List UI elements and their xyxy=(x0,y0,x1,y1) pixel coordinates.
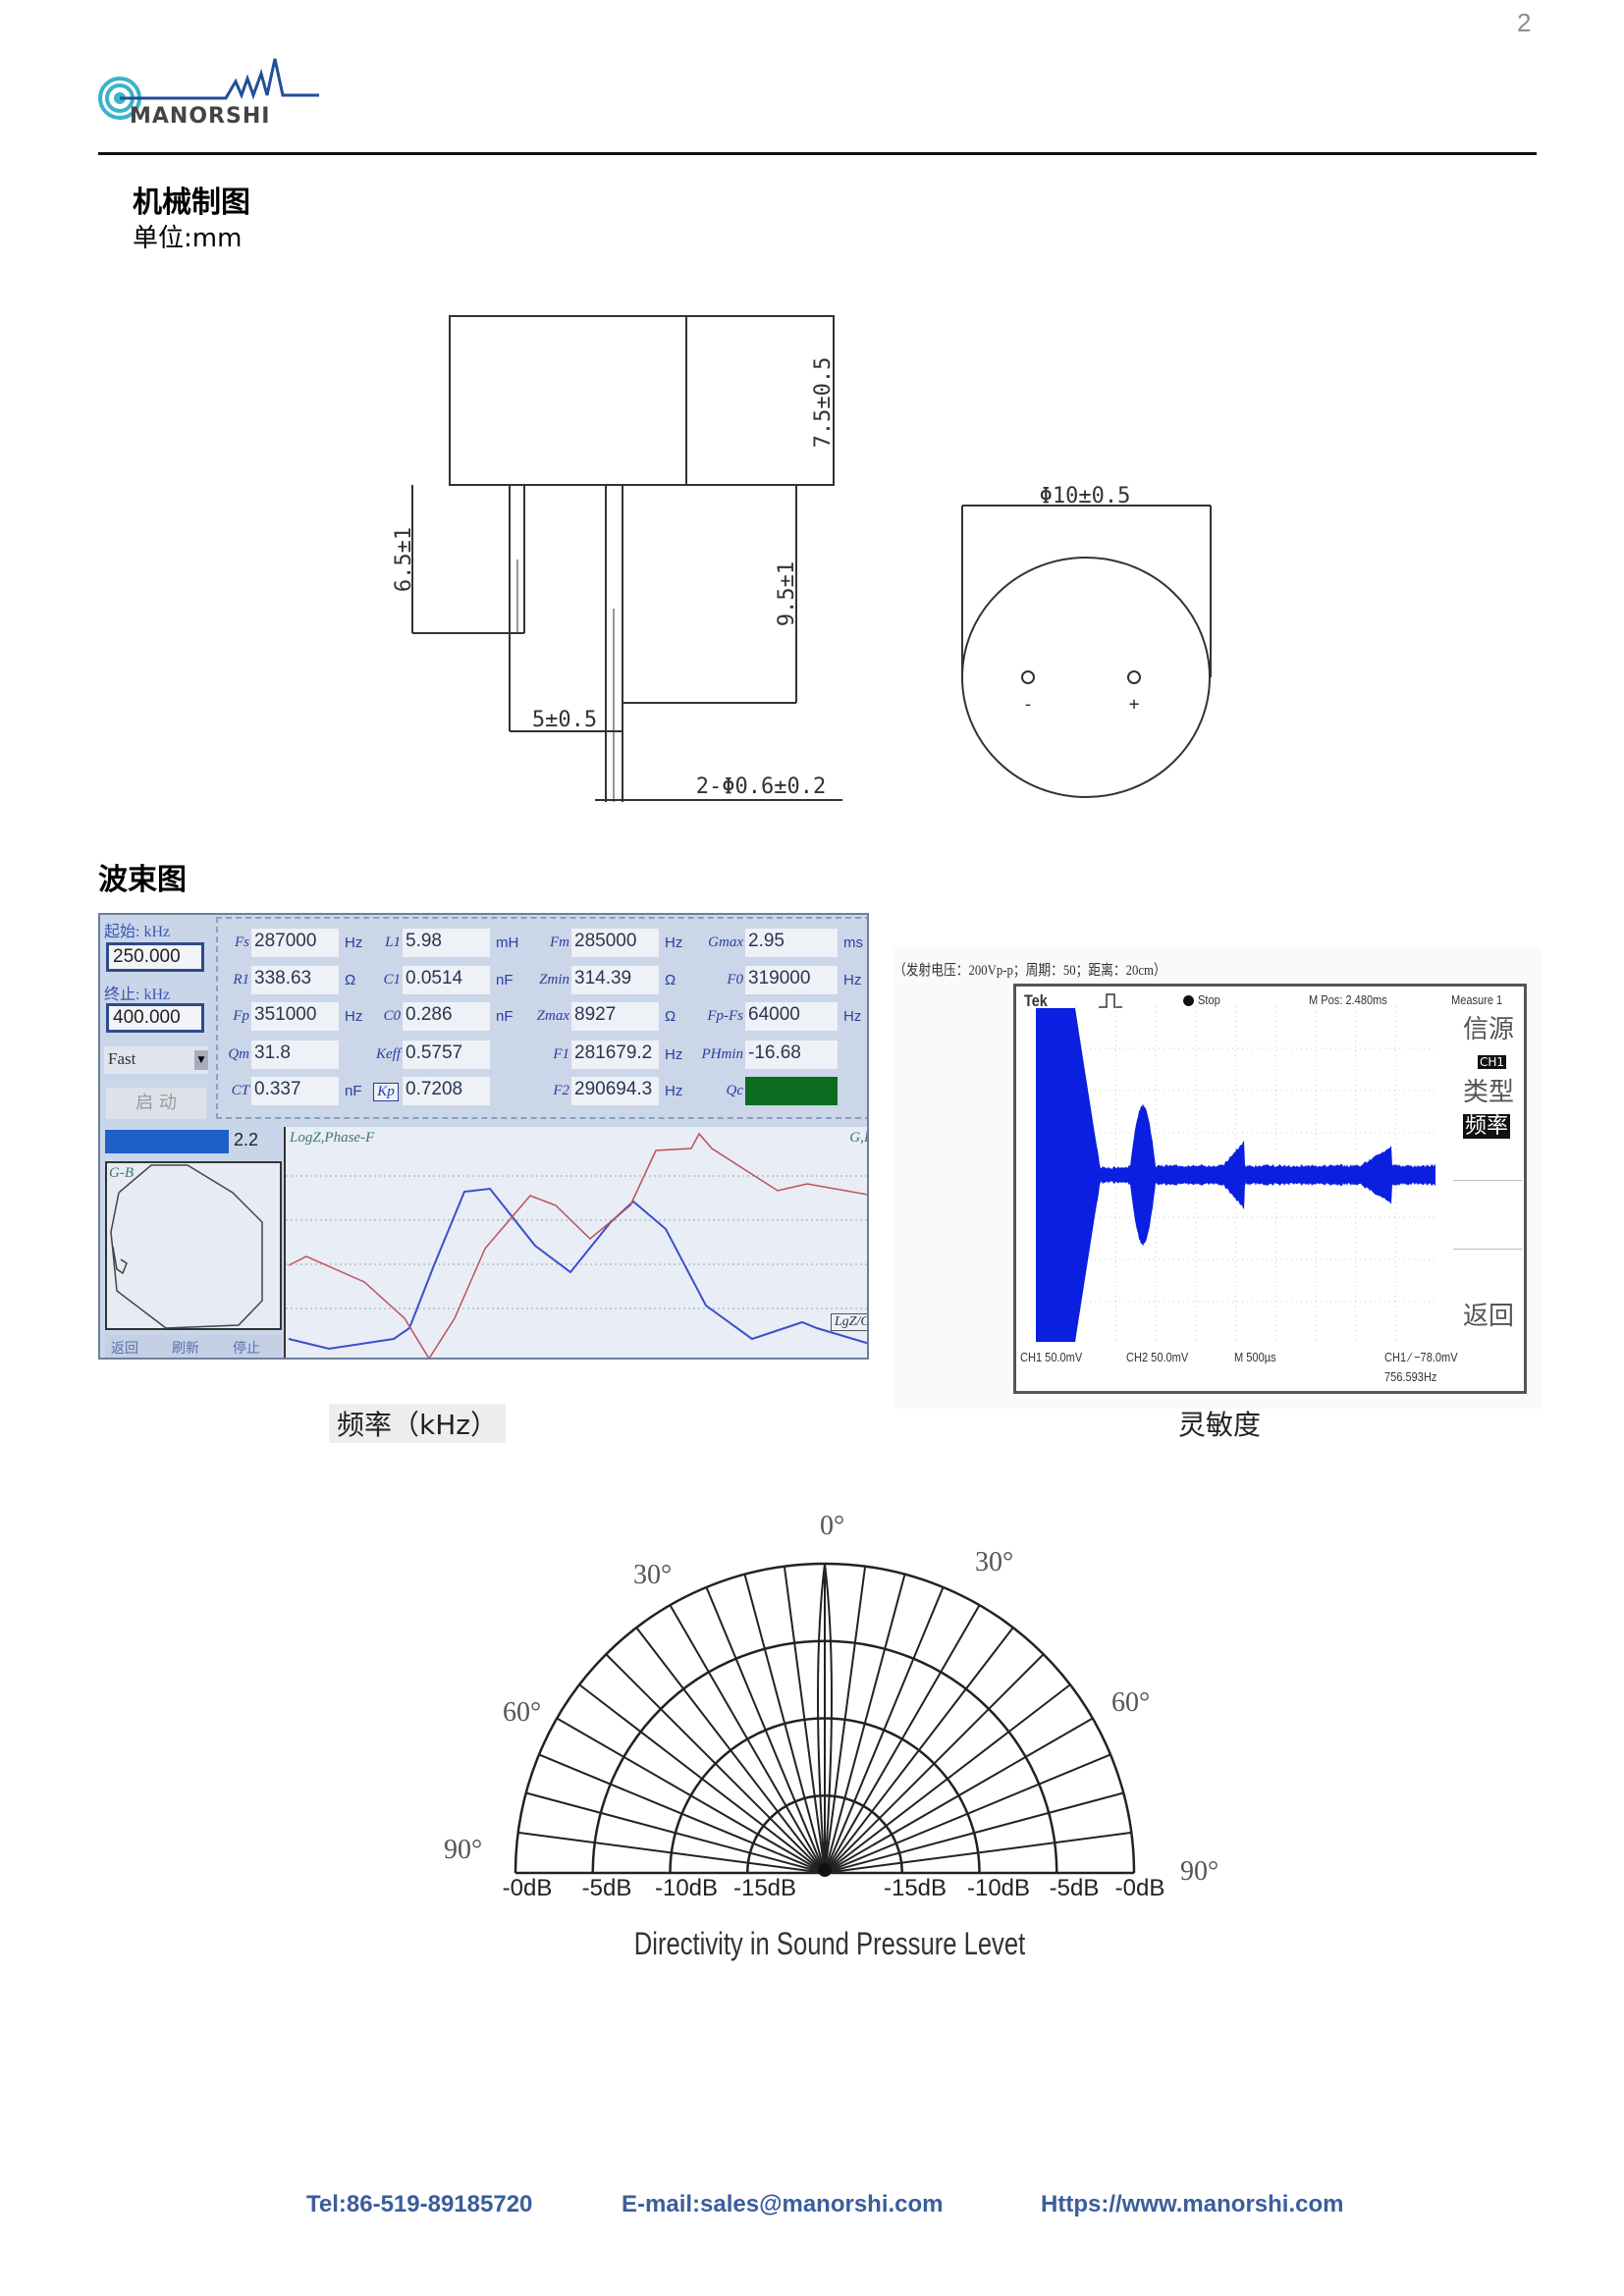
angle-spoke xyxy=(825,1719,1093,1874)
db-label-right: -10dB xyxy=(967,1875,1030,1902)
angle-label-right-90: 90° xyxy=(1180,1857,1218,1888)
angle-label-left-30: 30° xyxy=(633,1561,672,1591)
angle-label-left-90: 90° xyxy=(444,1836,482,1866)
angle-spoke xyxy=(706,1587,825,1873)
angle-spoke xyxy=(526,1792,825,1873)
footer-email[interactable]: E-mail:sales@manorshi.com xyxy=(622,2191,944,2218)
angle-label-left-60: 60° xyxy=(503,1698,541,1729)
angle-spoke xyxy=(825,1654,1044,1873)
angle-spoke xyxy=(825,1605,980,1873)
footer-website[interactable]: Https://www.manorshi.com xyxy=(1041,2191,1343,2218)
db-label-right: -15dB xyxy=(884,1875,947,1902)
directivity-title: Directivity in Sound Pressure Levet xyxy=(634,1926,1025,1962)
footer-tel: Tel:86-519-89185720 xyxy=(306,2191,532,2218)
angle-spoke xyxy=(825,1575,905,1873)
angle-spoke xyxy=(671,1605,826,1873)
origin-dot xyxy=(818,1863,832,1877)
db-label-left: -15dB xyxy=(733,1875,796,1902)
angle-spoke xyxy=(825,1792,1123,1873)
angle-label-right-30: 30° xyxy=(975,1548,1013,1578)
db-label-left: -5dB xyxy=(582,1875,632,1902)
angle-spoke xyxy=(825,1587,944,1873)
angle-label-0: 0° xyxy=(820,1512,844,1542)
db-label-left: -10dB xyxy=(655,1875,718,1902)
angle-spoke xyxy=(557,1719,825,1874)
directivity-polar-chart xyxy=(0,0,1624,2061)
angle-spoke xyxy=(825,1754,1110,1873)
db-label-right: -5dB xyxy=(1050,1875,1100,1902)
db-label-left: -0dB xyxy=(503,1875,553,1902)
angle-label-right-60: 60° xyxy=(1111,1688,1150,1719)
db-label-right: -0dB xyxy=(1115,1875,1165,1902)
angle-spoke xyxy=(744,1575,825,1873)
angle-spoke xyxy=(606,1654,825,1873)
angle-spoke xyxy=(539,1754,825,1873)
